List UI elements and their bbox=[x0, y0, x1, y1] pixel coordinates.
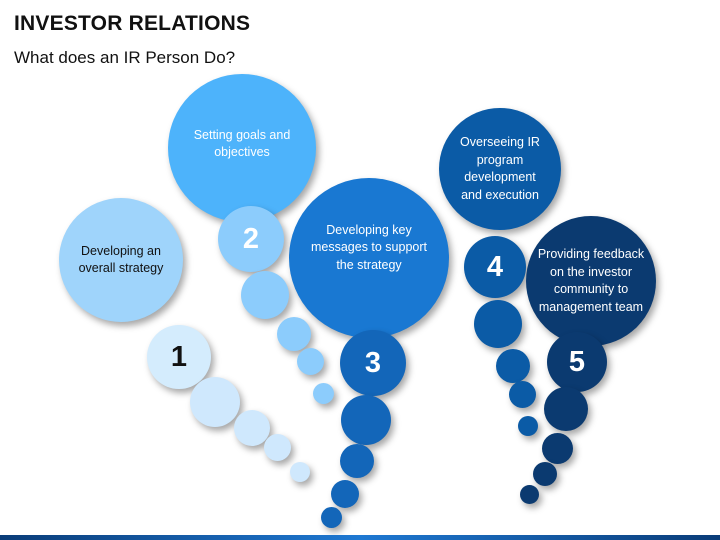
step-1-trail-dot bbox=[264, 434, 291, 461]
step-3-number: 3 bbox=[340, 330, 406, 396]
page-subtitle: What does an IR Person Do? bbox=[14, 48, 236, 67]
step-2-trail-dot bbox=[297, 348, 324, 375]
step-4-trail-dot bbox=[518, 416, 538, 436]
step-1-text: Developing an overall strategy bbox=[78, 243, 164, 276]
step-2-text: Setting goals and objectives bbox=[193, 127, 291, 160]
step-2-trail-dot bbox=[241, 271, 289, 319]
step-2-trail-dot bbox=[313, 383, 334, 404]
step-3-trail-dot bbox=[331, 480, 359, 508]
step-4-number: 4 bbox=[464, 236, 526, 298]
step-2-number: 2 bbox=[218, 206, 284, 272]
step-5-trail-dot bbox=[520, 485, 539, 504]
step-5-trail-dot bbox=[544, 387, 588, 431]
page-title: INVESTOR RELATIONS bbox=[14, 12, 251, 35]
step-1-bubble: Developing an overall strategy bbox=[59, 198, 183, 322]
step-2-trail-dot bbox=[277, 317, 311, 351]
step-2-bubble: Setting goals and objectives bbox=[168, 74, 316, 222]
step-1-number: 1 bbox=[147, 325, 211, 389]
step-3-trail-dot bbox=[341, 395, 391, 445]
step-4-trail-dot bbox=[509, 381, 536, 408]
step-3-trail-dot bbox=[321, 507, 342, 528]
step-4-bubble: Overseeing IR program development and ex… bbox=[439, 108, 561, 230]
step-5-number: 5 bbox=[547, 332, 607, 392]
step-3-text: Developing key messages to support the s… bbox=[310, 222, 428, 272]
step-4-trail-dot bbox=[496, 349, 530, 383]
step-5-bubble: Providing feedback on the investor commu… bbox=[526, 216, 656, 346]
step-4-trail-dot bbox=[474, 300, 522, 348]
step-3-trail-dot bbox=[340, 444, 374, 478]
step-3-bubble: Developing key messages to support the s… bbox=[289, 178, 449, 338]
step-5-trail-dot bbox=[533, 462, 557, 486]
step-5-trail-dot bbox=[542, 433, 573, 464]
footer-accent-bar bbox=[0, 535, 720, 540]
step-1-trail-dot bbox=[190, 377, 240, 427]
step-4-text: Overseeing IR program development and ex… bbox=[460, 135, 540, 202]
step-5-text: Providing feedback on the investor commu… bbox=[537, 247, 645, 314]
step-1-trail-dot bbox=[290, 462, 310, 482]
step-1-trail-dot bbox=[234, 410, 270, 446]
